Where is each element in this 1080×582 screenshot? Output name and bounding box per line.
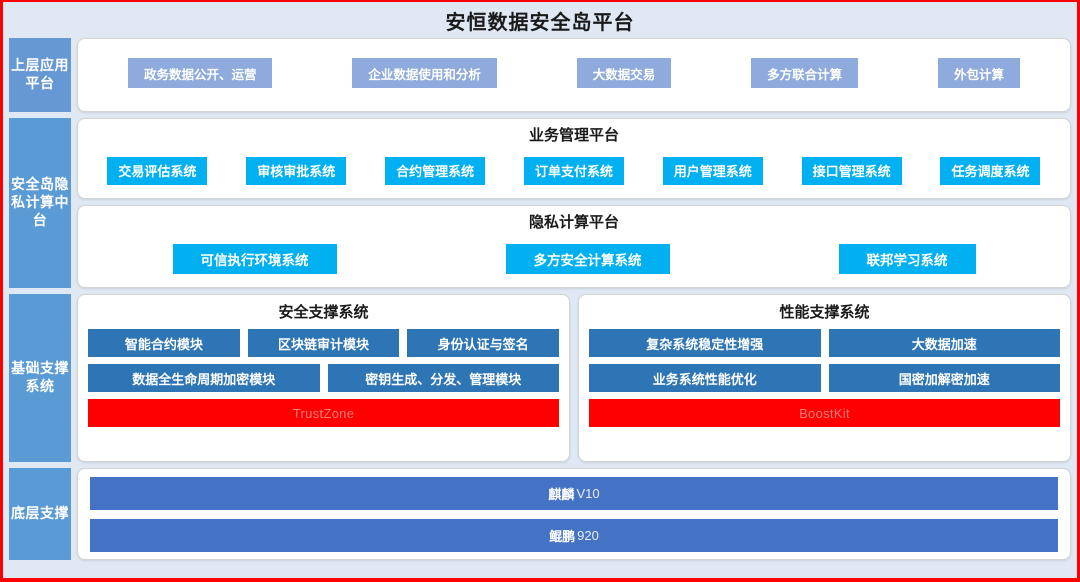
app-item-bigdata-trading[interactable]: 大数据交易 (576, 58, 672, 88)
architecture-diagram: 上层应用平台 政务数据公开、运营 企业数据使用和分析 大数据交易 多方联合计算 … (9, 38, 1071, 574)
security-support-card: 安全支撑系统 智能合约模块 区块链审计模块 身份认证与签名 数据全生命周期加密模… (77, 294, 570, 462)
performance-support-row-1: 复杂系统稳定性增强 大数据加速 (589, 329, 1060, 357)
privacy-computing-platform-panel: 隐私计算平台 可信执行环境系统 多方安全计算系统 联邦学习系统 (77, 205, 1071, 288)
performance-item-sm-crypto-acceleration[interactable]: 国密加解密加速 (828, 364, 1060, 392)
rail-label-privacy-computing-midend: 安全岛隐私计算中台 (9, 118, 71, 288)
midend-panel-stack: 业务管理平台 交易评估系统 审核审批系统 合约管理系统 订单支付系统 用户管理系… (77, 118, 1071, 288)
application-platform-panel: 政务数据公开、运营 企业数据使用和分析 大数据交易 多方联合计算 外包计算 (77, 38, 1071, 112)
bottom-item-kunpeng-name: 鲲鹏 (549, 528, 576, 544)
security-item-smart-contract[interactable]: 智能合约模块 (88, 329, 240, 357)
business-item-api-management[interactable]: 接口管理系统 (801, 156, 902, 185)
business-management-platform-items: 交易评估系统 审核审批系统 合约管理系统 订单支付系统 用户管理系统 接口管理系… (78, 147, 1070, 198)
business-item-task-scheduling[interactable]: 任务调度系统 (940, 156, 1041, 185)
bottom-item-kylin-version: V10 (576, 485, 600, 501)
performance-item-boostkit[interactable]: BoostKit (589, 399, 1060, 427)
performance-item-bigdata-acceleration[interactable]: 大数据加速 (828, 329, 1060, 357)
security-support-row-1: 智能合约模块 区块链审计模块 身份认证与签名 (88, 329, 560, 357)
privacy-computing-platform-items: 可信执行环境系统 多方安全计算系统 联邦学习系统 (78, 234, 1070, 287)
page-title: 安恒数据安全岛平台 (445, 11, 635, 34)
business-management-platform-title: 业务管理平台 (528, 127, 619, 144)
performance-support-row-2: 业务系统性能优化 国密加解密加速 (589, 364, 1060, 392)
privacy-item-mpc[interactable]: 多方安全计算系统 (505, 243, 670, 274)
performance-support-card: 性能支撑系统 复杂系统稳定性增强 大数据加速 业务系统性能优化 国密加解密加速 … (578, 294, 1071, 462)
security-item-blockchain-audit[interactable]: 区块链审计模块 (247, 329, 400, 357)
band-privacy-computing-midend: 安全岛隐私计算中台 业务管理平台 交易评估系统 审核审批系统 合约管理系统 订单… (9, 118, 1071, 288)
security-support-row-2: 数据全生命周期加密模块 密钥生成、分发、管理模块 (88, 364, 559, 392)
base-support-columns: 安全支撑系统 智能合约模块 区块链审计模块 身份认证与签名 数据全生命周期加密模… (77, 294, 1071, 462)
app-item-joint-computing[interactable]: 多方联合计算 (751, 58, 859, 88)
security-item-trustzone[interactable]: TrustZone (88, 399, 559, 427)
business-item-contract-management[interactable]: 合约管理系统 (385, 156, 486, 185)
bottom-item-kunpeng-model: 920 (577, 527, 599, 543)
privacy-item-federated-learning[interactable]: 联邦学习系统 (838, 243, 976, 274)
band-application-platform: 上层应用平台 政务数据公开、运营 企业数据使用和分析 大数据交易 多方联合计算 … (9, 38, 1071, 112)
security-item-lifecycle-encryption[interactable]: 数据全生命周期加密模块 (88, 364, 320, 392)
privacy-item-tee[interactable]: 可信执行环境系统 (172, 243, 337, 274)
performance-support-rows: 复杂系统稳定性增强 大数据加速 业务系统性能优化 国密加解密加速 BoostKi… (589, 329, 1060, 452)
security-item-key-management[interactable]: 密钥生成、分发、管理模块 (327, 364, 559, 392)
business-item-order-payment[interactable]: 订单支付系统 (523, 156, 624, 185)
performance-item-system-stability[interactable]: 复杂系统稳定性增强 (589, 329, 821, 357)
privacy-computing-platform-title: 隐私计算平台 (528, 214, 619, 231)
rail-label-base-support-system: 基础支撑系统 (9, 294, 71, 462)
app-item-government-data[interactable]: 政务数据公开、运营 (127, 58, 273, 88)
business-management-platform-panel: 业务管理平台 交易评估系统 审核审批系统 合约管理系统 订单支付系统 用户管理系… (77, 118, 1071, 199)
app-item-enterprise-data[interactable]: 企业数据使用和分析 (352, 58, 497, 88)
application-platform-items: 政务数据公开、运营 企业数据使用和分析 大数据交易 多方联合计算 外包计算 (78, 39, 1070, 111)
app-item-outsourced-computing[interactable]: 外包计算 (938, 58, 1021, 88)
business-item-transaction-assessment[interactable]: 交易评估系统 (107, 156, 208, 185)
security-support-row-footer: TrustZone (88, 399, 559, 427)
security-support-title: 安全支撑系统 (278, 304, 369, 321)
security-item-identity-signature[interactable]: 身份认证与签名 (407, 329, 560, 357)
performance-support-title: 性能支撑系统 (779, 304, 870, 321)
security-support-rows: 智能合约模块 区块链审计模块 身份认证与签名 数据全生命周期加密模块 密钥生成、… (88, 329, 560, 452)
performance-item-business-optimization[interactable]: 业务系统性能优化 (589, 364, 821, 392)
rail-label-bottom-support: 底层支撑 (9, 468, 71, 560)
band-base-support-system: 基础支撑系统 安全支撑系统 智能合约模块 区块链审计模块 身份认证与签名 数据全… (9, 294, 1071, 462)
page-title-bar: 安恒数据安全岛平台 (9, 2, 1071, 38)
rail-label-application-platform: 上层应用平台 (9, 38, 71, 112)
business-item-review-approval[interactable]: 审核审批系统 (246, 156, 347, 185)
performance-support-row-footer: BoostKit (589, 399, 1060, 427)
business-item-user-management[interactable]: 用户管理系统 (662, 156, 763, 185)
bottom-item-kylin-name: 麒麟 (548, 486, 575, 502)
